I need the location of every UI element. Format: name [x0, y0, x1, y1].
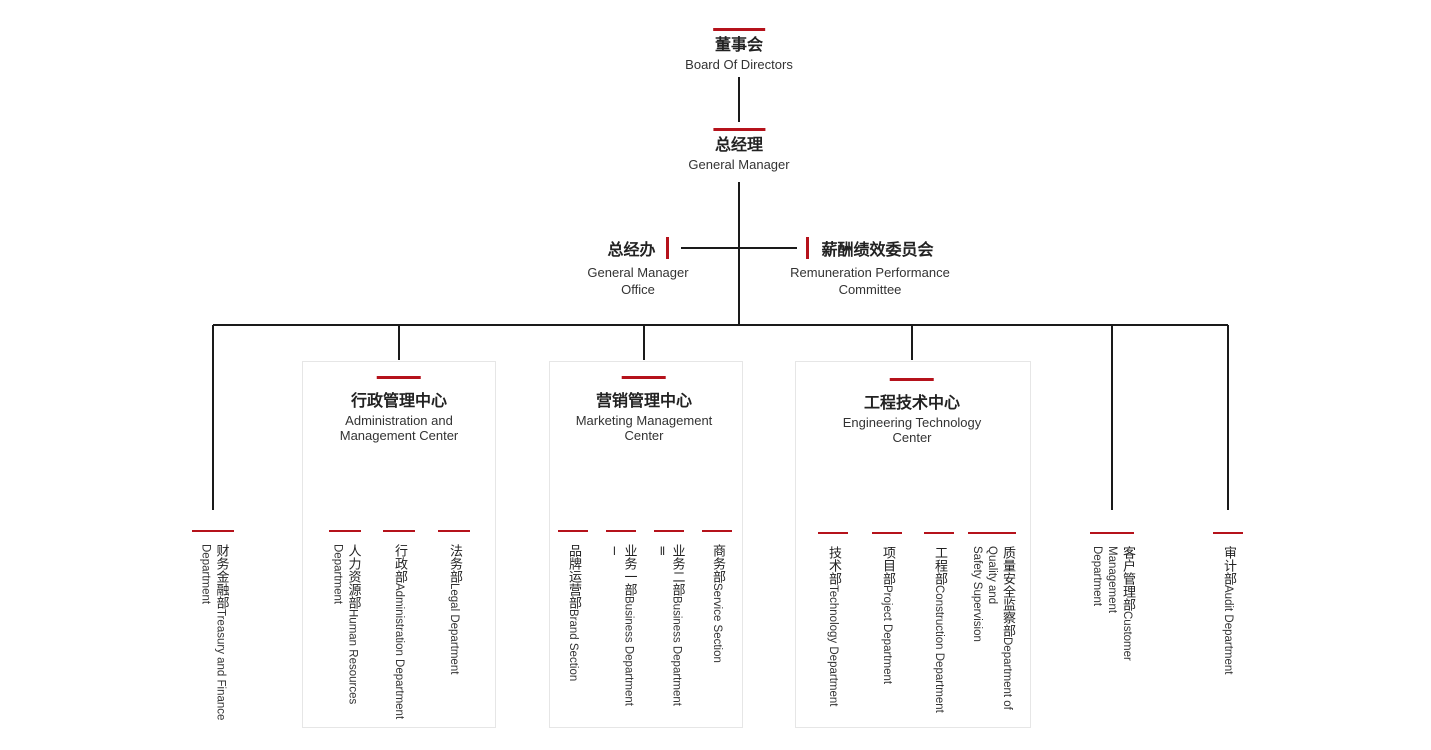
accent-bar — [872, 532, 902, 534]
dept-administration: 行政部Administration Department — [379, 530, 419, 720]
general-manager-node: 总经理 General Manager — [688, 128, 790, 172]
accent-bar — [712, 128, 765, 131]
board-title-en: Board Of Directors — [685, 57, 793, 72]
accent-bar — [924, 532, 954, 534]
committee-node: 薪酬绩效委员会 Remuneration Performance Committ… — [780, 236, 960, 298]
admin-center-title-en: Administration and Management Center — [339, 413, 459, 443]
accent-bar — [1090, 532, 1134, 534]
dept-business-1: 业务一部Business Department Ⅰ — [601, 530, 641, 720]
dept-business-1-cn: 业务一部 — [621, 544, 637, 596]
dept-business-2-cn: 业务二部 — [669, 544, 685, 596]
dept-project-cn: 项目部 — [880, 546, 895, 585]
dept-technology: 技术部Technology Department — [813, 532, 853, 722]
dept-construction-cn: 工程部 — [932, 546, 947, 585]
accent-bar — [890, 378, 934, 381]
dept-construction-en: Construction Department — [933, 585, 945, 713]
dept-service-cn: 商务部 — [710, 544, 725, 583]
accent-bar — [606, 530, 636, 532]
dept-human-resources-en: Human Resources Department — [331, 544, 359, 705]
gm-office-title-en: General Manager Office — [587, 265, 689, 297]
dept-business-2: 业务二部Business Department Ⅱ — [649, 530, 689, 720]
gm-office-node: 总经办 General Manager Office — [578, 236, 698, 298]
dept-finance-cn: 财务金融部 — [213, 544, 229, 609]
board-node: 董事会 Board Of Directors — [685, 28, 793, 72]
admin-center-node: 行政管理中心 Administration and Management Cen… — [339, 376, 459, 443]
committee-title-en: Remuneration Performance Committee — [790, 265, 950, 297]
accent-bar — [192, 530, 234, 532]
dept-technology-en: Technology Department — [827, 585, 839, 707]
dept-brand: 品牌运营部Brand Section — [553, 530, 593, 720]
dept-human-resources: 人力资源部Human Resources Department — [325, 530, 365, 720]
accent-bar — [383, 530, 415, 532]
dept-project-en: Project Department — [881, 585, 893, 685]
accent-bar — [806, 237, 810, 259]
dept-customer-cn: 客户管理部 — [1120, 546, 1135, 611]
admin-center-box — [302, 361, 496, 728]
accent-bar — [702, 530, 732, 532]
dept-construction: 工程部Construction Department — [919, 532, 959, 722]
accent-bar — [665, 237, 669, 259]
marketing-center-box — [549, 361, 743, 728]
accent-bar — [621, 376, 666, 379]
dept-audit-en: Audit Department — [1222, 585, 1234, 675]
dept-legal: 法务部Legal Department — [434, 530, 474, 720]
accent-bar — [329, 530, 361, 532]
engineering-center-title-en: Engineering Technology Center — [842, 415, 982, 445]
general-manager-title-cn: 总经理 — [714, 135, 764, 154]
dept-finance: 财务金融部Treasury and Finance Department — [188, 530, 238, 730]
accent-bar — [1213, 532, 1243, 534]
engineering-center-box — [795, 361, 1031, 728]
dept-business-1-en: Business Department Ⅰ — [607, 544, 635, 706]
accent-bar — [818, 532, 848, 534]
dept-business-2-en: Business Department Ⅱ — [655, 544, 683, 706]
dept-administration-en: Administration Department — [393, 583, 405, 720]
accent-bar — [713, 28, 765, 31]
engineering-center-node: 工程技术中心 Engineering Technology Center — [842, 378, 982, 445]
marketing-center-node: 营销管理中心 Marketing Management Center — [575, 376, 713, 443]
accent-bar — [376, 376, 421, 379]
dept-customer: 客户管理部Customer Management Department — [1087, 532, 1137, 722]
accent-bar — [654, 530, 684, 532]
gm-office-title-cn: 总经办 — [607, 240, 656, 259]
marketing-center-title-cn: 营销管理中心 — [595, 391, 693, 410]
committee-title-cn: 薪酬绩效委员会 — [821, 240, 934, 259]
dept-quality-safety-cn: 质量安全监察部 — [1000, 546, 1015, 637]
general-manager-title-en: General Manager — [688, 157, 790, 172]
dept-finance-en: Treasury and Finance Department — [199, 544, 227, 721]
dept-technology-cn: 技术部 — [826, 546, 841, 585]
dept-service-en: Service Section — [711, 583, 723, 663]
dept-customer-en: Customer Management Department — [1091, 546, 1133, 661]
engineering-center-title-cn: 工程技术中心 — [863, 393, 960, 412]
dept-project: 项目部Project Department — [867, 532, 907, 722]
dept-brand-en: Brand Section — [567, 609, 579, 682]
dept-audit-cn: 审计部 — [1221, 546, 1236, 585]
dept-quality-safety-en: Department of Quality and Safety Supervi… — [971, 546, 1013, 710]
board-title-cn: 董事会 — [714, 35, 763, 54]
dept-audit: 审计部Audit Department — [1208, 532, 1248, 722]
dept-legal-en: Legal Department — [448, 583, 460, 675]
accent-bar — [968, 532, 1016, 534]
admin-center-title-cn: 行政管理中心 — [350, 391, 448, 410]
accent-bar — [558, 530, 588, 532]
marketing-center-title-en: Marketing Management Center — [575, 413, 713, 443]
dept-human-resources-cn: 人力资源部 — [345, 544, 361, 609]
dept-quality-safety: 质量安全监察部Department of Quality and Safety … — [967, 532, 1017, 722]
dept-legal-cn: 法务部 — [447, 544, 462, 583]
dept-administration-cn: 行政部 — [392, 544, 407, 583]
accent-bar — [438, 530, 470, 532]
dept-brand-cn: 品牌运营部 — [566, 544, 581, 609]
dept-service: 商务部Service Section — [697, 530, 737, 720]
